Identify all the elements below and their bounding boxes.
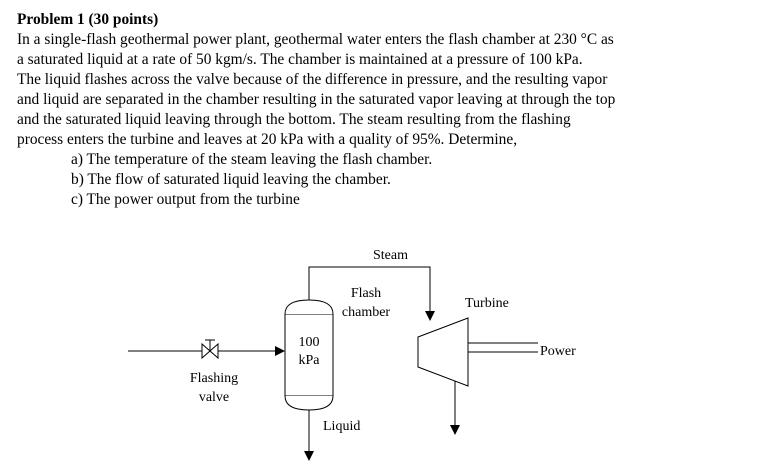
turbine-icon — [417, 317, 469, 387]
label-steam: Steam — [373, 248, 408, 263]
statement-line: The liquid flashes across the valve beca… — [17, 71, 608, 88]
statement-line: a saturated liquid at a rate of 50 kgm/s… — [17, 51, 583, 68]
problem-document: Problem 1 (30 points) In a single-flash … — [17, 10, 752, 210]
power-shaft — [468, 342, 538, 353]
flash-chamber-vessel — [284, 299, 334, 411]
statement-line: process enters the turbine and leaves at… — [17, 131, 518, 148]
label-turbine: Turbine — [465, 296, 509, 311]
statement-line: and the saturated liquid leaving through… — [17, 111, 571, 128]
label-liquid: Liquid — [323, 419, 360, 434]
label-chamber: chamber — [342, 305, 391, 320]
problem-title: Problem 1 (30 points) — [17, 11, 159, 28]
label-flashing: Flashing — [190, 371, 238, 386]
statement-line: and liquid are separated in the chamber … — [17, 91, 616, 108]
label-pressure-unit: kPa — [299, 353, 321, 368]
part-c: c) The power output from the turbine — [71, 191, 300, 208]
part-a: a) The temperature of the steam leaving … — [71, 151, 433, 168]
label-valve: valve — [199, 390, 229, 405]
label-power: Power — [540, 344, 576, 359]
problem-statement: In a single-flash geothermal power plant… — [17, 30, 752, 150]
flashing-valve-icon — [201, 339, 219, 360]
problem-parts: a) The temperature of the steam leaving … — [17, 150, 752, 210]
steam-line — [308, 266, 435, 321]
part-b: b) The flow of saturated liquid leaving … — [71, 171, 391, 188]
label-flash: Flash — [351, 286, 381, 301]
statement-line: In a single-flash geothermal power plant… — [17, 31, 614, 48]
label-pressure-value: 100 — [299, 335, 320, 350]
